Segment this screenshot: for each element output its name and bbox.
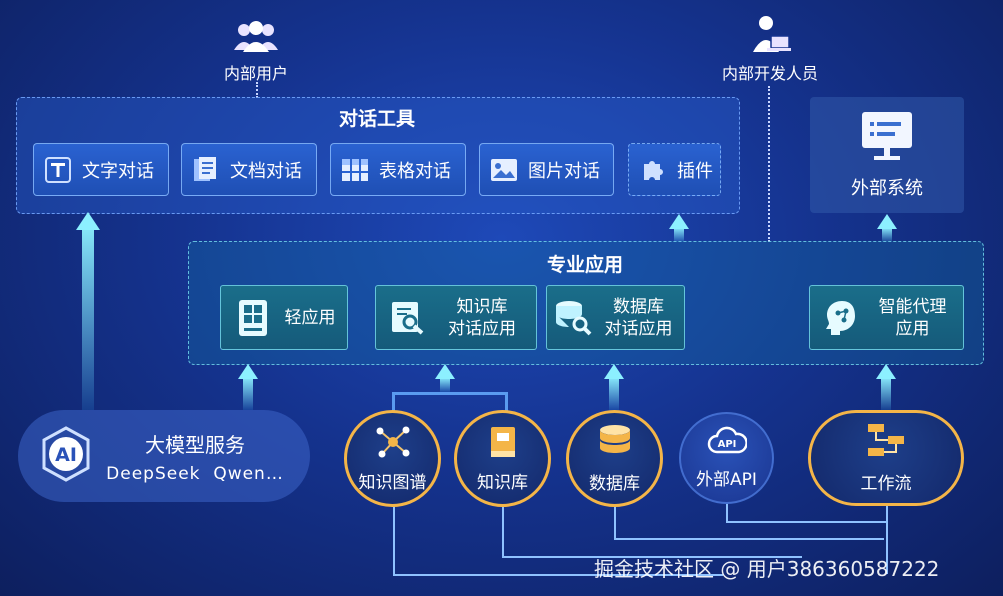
text-t-icon [44,156,72,184]
workflow-circle[interactable]: 工作流 [808,410,964,506]
image-icon [490,156,518,184]
knowledge-chat-app-button[interactable]: 知识库对话应用 [375,285,537,350]
graph-bottom-line [393,574,723,576]
merge-bracket [392,392,508,413]
apps-to-external-arrow [882,228,892,242]
graph-down-line [393,505,395,575]
workflow-icon [866,422,906,463]
database-icon [598,424,632,465]
knowledge-search-icon [388,298,428,338]
workflow-label: 工作流 [860,474,912,494]
to-knowledge-app-arrow [440,378,450,392]
llm-to-tools-arrowhead [76,212,100,230]
ai-head-icon [822,298,862,338]
monitor-icon [860,110,914,166]
dev-connector [768,86,770,242]
svg-text:API: API [717,439,736,450]
to-light-app-arrow [243,378,253,410]
database-search-icon [553,298,593,338]
database-chat-app-label: 数据库对话应用 [604,296,673,339]
database-down-line [614,505,616,539]
image-chat-button[interactable]: 图片对话 [479,143,614,196]
external-system-label: 外部系统 [851,178,923,199]
document-chat-button[interactable]: 文档对话 [181,143,317,196]
llm-models: DeepSeek Qwen… [106,463,284,484]
external-api-label: 外部API [696,470,757,490]
apps-to-plugin-arrow [674,228,684,242]
plugin-button[interactable]: 插件 [628,143,721,196]
api-bottom-line [726,521,886,523]
database-chat-app-button[interactable]: 数据库对话应用 [546,285,685,350]
to-light-app-arrowhead [238,364,258,379]
to-database-app-arrowhead [604,364,624,379]
knowledge-base-circle[interactable]: 知识库 [454,410,551,507]
text-chat-label: 文字对话 [82,160,154,182]
external-system-box[interactable]: 外部系统 [810,97,964,213]
ai-badge-icon: AI [40,426,92,486]
document-icon [192,156,220,184]
knowledge-graph-circle[interactable]: 知识图谱 [344,410,441,507]
graph-icon [374,425,412,464]
watermark-text: 掘金技术社区 @ 用户386360587222 [594,557,940,581]
svg-text:AI: AI [55,444,77,466]
apps-to-external-arrowhead [877,214,897,229]
text-chat-button[interactable]: 文字对话 [33,143,169,196]
knowledge-chat-app-label: 知识库对话应用 [448,296,516,339]
knowledge-bottom-line [502,556,802,558]
table-chat-button[interactable]: 表格对话 [330,143,466,196]
to-agent-app-arrowhead [876,364,896,379]
database-bottom-line [614,538,884,540]
table-icon [341,156,369,184]
to-agent-app-arrow [881,378,891,410]
users-group-icon [233,20,279,52]
document-chat-label: 文档对话 [230,160,302,182]
plugin-label: 插件 [677,160,713,182]
light-app-button[interactable]: 轻应用 [220,285,348,350]
database-label: 数据库 [589,473,640,494]
internal-users-connector [256,82,258,98]
agent-app-label: 智能代理应用 [878,296,947,339]
puzzle-icon [639,156,667,184]
llm-to-tools-arrow [82,228,94,410]
light-app-label: 轻应用 [284,307,336,328]
llm-service-title: 大模型服务 [145,432,245,457]
table-chat-label: 表格对话 [379,160,451,182]
knowledge-graph-label: 知识图谱 [358,472,427,493]
internal-devs-label: 内部开发人员 [721,64,818,83]
to-database-app-arrow [609,378,619,410]
light-app-icon [233,298,273,338]
knowledge-base-label: 知识库 [477,472,528,493]
agent-app-button[interactable]: 智能代理应用 [809,285,964,350]
developer-icon [751,14,791,54]
to-knowledge-app-arrowhead [435,364,455,379]
api-cloud-icon: API [707,426,748,461]
chat-tools-title: 对话工具 [338,108,415,130]
llm-service-pill[interactable]: AI 大模型服务 DeepSeek Qwen… [18,410,310,502]
knowledge-down-line [502,505,504,557]
api-down-line [726,500,728,522]
database-circle[interactable]: 数据库 [566,410,663,507]
pro-apps-title: 专业应用 [546,254,623,276]
internal-users-label: 内部用户 [223,64,288,83]
book-icon [488,425,518,464]
image-chat-label: 图片对话 [528,160,600,182]
workflow-up-line [886,504,888,574]
apps-to-plugin-arrowhead [669,214,689,229]
external-api-circle[interactable]: API 外部API [679,412,774,504]
